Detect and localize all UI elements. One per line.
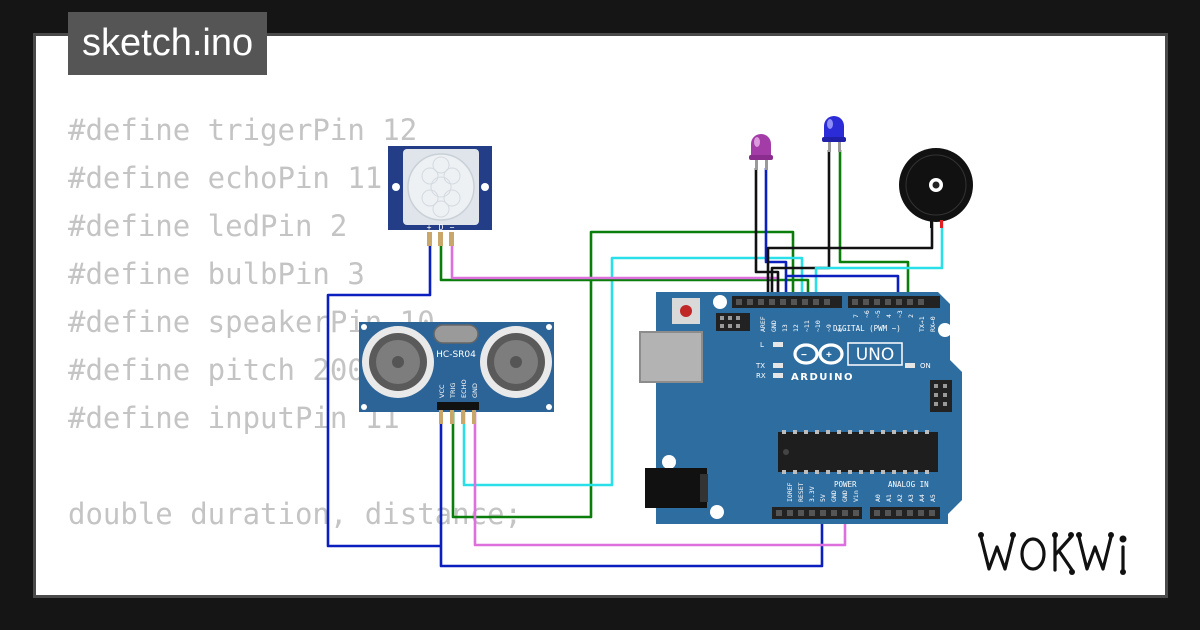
pin-label-6: ~6 [863, 310, 871, 318]
pin-label-5: ~5 [874, 310, 882, 318]
digital-label: DIGITAL (PWM ~) [833, 324, 901, 333]
wires [326, 150, 944, 568]
code-line: #define speakerPin 10 [68, 305, 435, 339]
pin-label-7: 7 [852, 314, 860, 318]
led-purple[interactable] [749, 134, 773, 170]
ultrasonic-pin-vcc: VCC [438, 384, 446, 398]
wire-green-trig[interactable] [451, 230, 795, 519]
pin-label-a3: A3 [907, 494, 915, 502]
code-line: #define echoPin 11 [68, 161, 383, 195]
led-label-tx: TX [755, 362, 765, 370]
arduino-infinity-logo [793, 343, 844, 365]
ultrasonic-pin-trig: TRIG [449, 383, 457, 399]
wire-black-led2[interactable] [770, 150, 831, 300]
pir-sensor[interactable]: + D − [388, 146, 492, 246]
pin-label-9: ~9 [825, 324, 833, 332]
pin-label-a4: A4 [918, 494, 926, 502]
pin-label-13: 13 [781, 324, 789, 332]
pin-label-gnd: GND [770, 320, 778, 332]
code-line: #define inputPin 11 [68, 401, 400, 435]
pin-label-a0: A0 [874, 494, 882, 502]
ultrasonic-transducer-right [480, 326, 552, 398]
pin-label-8: 8 [836, 328, 844, 332]
wire-pink-pir-gnd[interactable] [450, 232, 780, 300]
code-preview: #define trigerPin 12 #define echoPin 11 #d… [68, 106, 522, 595]
arduino-uno-board[interactable]: AREF GND 13 12 ~11 ~10 ~9 8 7 ~6 ~5 4 ~3… [639, 292, 962, 524]
pin-label-a5: A5 [929, 494, 937, 502]
board-model: UNO [856, 345, 895, 365]
analog-label: ANALOG IN [888, 480, 929, 489]
board-brand: ARDUINO [791, 372, 854, 383]
wire-pink-gnd[interactable] [473, 410, 847, 547]
logo-plus: + [826, 350, 832, 361]
wire-cyan-echo[interactable] [462, 256, 804, 487]
ultrasonic-model-label: HC-SR04 [436, 350, 476, 360]
wire-blue-pir-power[interactable] [326, 232, 440, 548]
pin-label-tx: TX→1 [918, 316, 926, 332]
led-blue[interactable] [822, 116, 846, 152]
pin-label-gnd-1: GND [830, 490, 838, 502]
header-digital-right [848, 296, 940, 308]
ultrasonic-pin-gnd: GND [471, 383, 479, 398]
pin-label-aref: AREF [759, 316, 767, 332]
led-label-l: L [760, 341, 764, 349]
header-power [772, 507, 862, 519]
pin-label-gnd-2: GND [841, 490, 849, 502]
pin-label-a2: A2 [896, 494, 904, 502]
ultrasonic-sensor[interactable]: HC-SR04 VCC TRIG ECHO GND [359, 322, 554, 424]
pin-label-2: 2 [907, 314, 915, 318]
code-line: #define bulbPin 3 [68, 257, 365, 291]
pin-label-vin: Vin [852, 490, 860, 502]
pin-label-10: ~10 [814, 320, 822, 332]
pin-label-a1: A1 [885, 494, 893, 502]
ultrasonic-transducer-left [362, 326, 434, 398]
wire-green-pir-data[interactable] [439, 232, 810, 300]
pin-label-reset: RESET [797, 482, 805, 502]
code-line: #define ledPin 2 [68, 209, 348, 243]
code-line: int minimumDistance 50; [68, 586, 522, 595]
pir-pin-plus: + [427, 223, 432, 232]
ultrasonic-pin-echo: ECHO [460, 379, 468, 398]
pin-label-5v: 5V [819, 494, 827, 502]
pin-label-3v3: 3.3V [808, 486, 816, 502]
code-line: #define trigerPin 12 [68, 113, 418, 147]
led-label-rx: RX [756, 372, 766, 380]
wire-blue-led1[interactable] [764, 168, 788, 300]
wire-blue-vcc[interactable] [439, 410, 824, 568]
pir-pin-minus: − [450, 223, 455, 232]
wire-cyan-buzzer[interactable] [814, 222, 944, 300]
atmega-chip [778, 432, 938, 472]
pin-label-12: 12 [792, 324, 800, 332]
wire-black-buzzer[interactable] [766, 222, 934, 300]
wire-green-led2[interactable] [838, 150, 910, 300]
buzzer[interactable] [899, 148, 973, 228]
code-line: double duration, distance; [68, 497, 522, 531]
pin-label-3: ~3 [896, 310, 904, 318]
code-line: #define pitch 200 [68, 353, 365, 387]
project-card: #define trigerPin 12 #define echoPin 11 #d… [33, 33, 1168, 598]
pin-label-11: ~11 [803, 320, 811, 332]
wokwi-logo-icon [978, 532, 1127, 575]
led-label-on: ON [920, 362, 931, 370]
pin-label-ioref: IOREF [786, 482, 794, 502]
power-label: POWER [834, 480, 857, 489]
filename-tab[interactable]: sketch.ino [68, 12, 268, 75]
pin-label-rx: RX←0 [929, 316, 937, 332]
pir-pin-data: D [439, 223, 444, 232]
pin-label-4: 4 [885, 314, 893, 318]
logo-minus: − [801, 350, 807, 361]
